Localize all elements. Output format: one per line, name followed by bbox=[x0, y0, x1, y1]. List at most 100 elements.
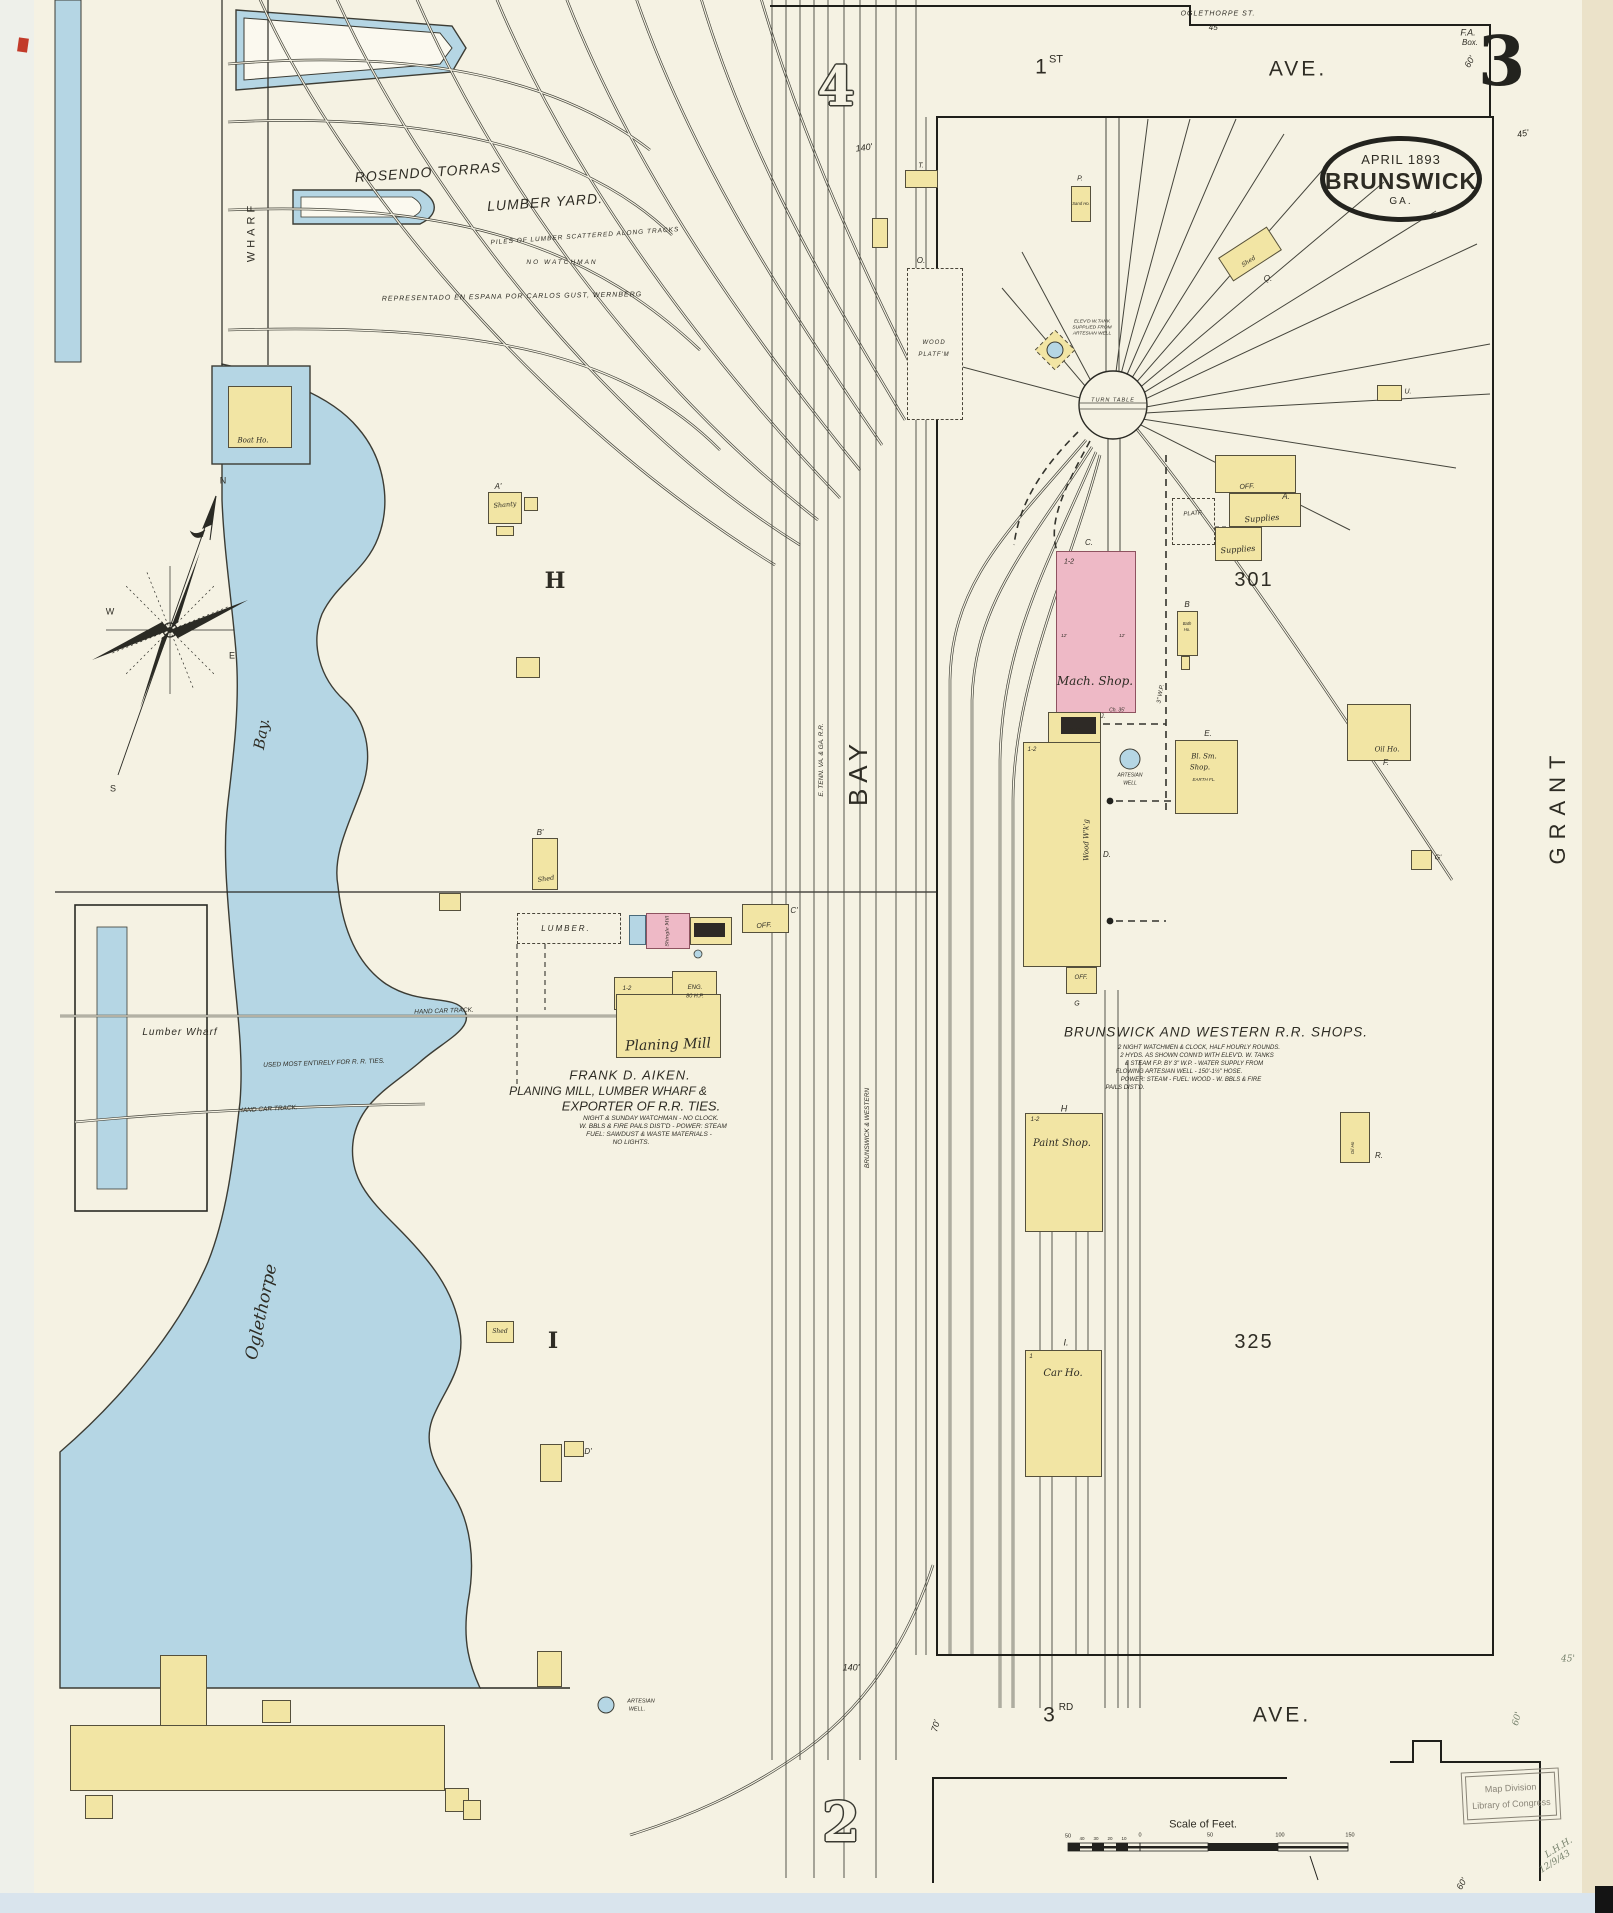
artesian-c-1: ARTESIAN bbox=[1117, 772, 1143, 779]
aiken-1: FRANK D. AIKEN. bbox=[569, 1067, 691, 1083]
d-building-1 bbox=[540, 1444, 562, 1482]
car-ho: Car Ho. bbox=[1043, 1368, 1083, 1379]
scale-title: Scale of Feet. bbox=[1169, 1818, 1237, 1831]
shanty: Shanty bbox=[493, 499, 517, 510]
wood-working-office bbox=[1066, 967, 1097, 994]
oil-ho-f: Oil Ho. bbox=[1374, 745, 1400, 754]
red-edge-mark bbox=[17, 37, 29, 53]
sand-ho: Sand Ho. bbox=[1072, 200, 1090, 206]
u-bldg: U. bbox=[1404, 388, 1412, 396]
engine: ENG. bbox=[687, 985, 703, 991]
block-borders bbox=[770, 5, 1541, 1883]
earth-floor: EARTH FL. bbox=[1192, 776, 1216, 782]
map-state: GA. bbox=[1389, 195, 1413, 207]
rr-shops-title: BRUNSWICK AND WESTERN R.R. SHOPS. bbox=[1063, 1024, 1369, 1040]
block-325: 325 bbox=[1234, 1331, 1274, 1353]
compass-rose bbox=[92, 495, 248, 776]
bath-2: Ho. bbox=[1183, 626, 1191, 632]
hydrant-dot-1 bbox=[1106, 797, 1114, 805]
wharf: WHARF bbox=[245, 201, 258, 263]
first-ave-st: ST bbox=[1048, 53, 1064, 66]
paint-shop-story: 1-2 bbox=[1030, 1117, 1040, 1123]
block-301: 301 bbox=[1234, 569, 1274, 591]
hydrant-dot-2 bbox=[1106, 917, 1114, 925]
chimney-35: Ch. 35' bbox=[1109, 707, 1125, 714]
t-building bbox=[905, 170, 938, 188]
aiken-3: EXPORTER OF R.R. TIES. bbox=[561, 1098, 721, 1114]
g-prime: G' bbox=[1434, 854, 1442, 862]
bath-1: Bath bbox=[1182, 620, 1192, 626]
stamp-inner-border bbox=[1464, 1771, 1558, 1821]
shed-b-prime bbox=[532, 838, 558, 890]
fa-1: F.A. bbox=[1460, 27, 1476, 38]
lumber-area: LUMBER. bbox=[541, 924, 591, 933]
platform-a-dashed bbox=[1172, 498, 1215, 545]
r-letter: R. bbox=[1375, 1151, 1383, 1160]
shingle-mill: Shingle Mill bbox=[664, 915, 671, 947]
scan-dark-corner bbox=[1595, 1886, 1613, 1913]
elevated-tank-mill bbox=[629, 915, 646, 945]
aiken-2: PLANING MILL, LUMBER WHARF & bbox=[509, 1084, 707, 1098]
rr-shops-note-5: POWER: STEAM - FUEL: WOOD - W. BBLS & FI… bbox=[1120, 1077, 1262, 1083]
elev-tank-3: ARTESIAN WELL bbox=[1072, 331, 1112, 337]
blacksmith-shop bbox=[1175, 740, 1238, 814]
planing-mill: Planing Mill bbox=[624, 1035, 712, 1055]
third-ave: AVE. bbox=[1252, 1703, 1312, 1727]
office-c-prime bbox=[742, 904, 789, 933]
boat-house bbox=[228, 386, 292, 448]
artesian-sw-2: WELL. bbox=[628, 1706, 646, 1713]
artesian-c-2: WELL bbox=[1123, 780, 1137, 787]
oglethorpe-width: 45' bbox=[1208, 23, 1220, 32]
bath-house-stub bbox=[1181, 656, 1190, 670]
sand-ho-letter: P. bbox=[1077, 175, 1083, 183]
page-left-margin bbox=[0, 0, 34, 1913]
artesian-wells bbox=[597, 748, 1141, 1714]
scale-20: 20 bbox=[1107, 1835, 1113, 1841]
compass-w: W bbox=[105, 606, 115, 617]
turntable bbox=[1078, 370, 1148, 440]
engine-hp: 80 H.P. bbox=[686, 993, 704, 1000]
bath-house bbox=[1177, 611, 1198, 656]
paint-shop bbox=[1025, 1113, 1103, 1232]
o-platform-letter: O. bbox=[916, 256, 926, 265]
paint-shop-letter: H bbox=[1060, 1103, 1068, 1114]
compass-s: S bbox=[109, 783, 117, 794]
artesian-sw-1: ARTESIAN bbox=[627, 1698, 655, 1705]
wharf-box bbox=[439, 893, 461, 911]
aiken-7: NO LIGHTS. bbox=[612, 1138, 650, 1146]
misc-shed-1 bbox=[516, 657, 540, 678]
stamp-line-1: Map Division bbox=[1484, 1781, 1537, 1795]
corridor-box bbox=[872, 218, 888, 248]
mach-shop: Mach. Shop. bbox=[1056, 674, 1134, 688]
et-va-ga-rr: E. TENN. VA. & GA. R.R. bbox=[817, 723, 825, 797]
scale-0: 0 bbox=[1138, 1832, 1142, 1839]
machine-shop bbox=[1056, 551, 1136, 713]
rr-shops-note-6: PAILS DIST'D. bbox=[1105, 1085, 1145, 1091]
water-bay bbox=[54, 0, 482, 1689]
j-letter: J. bbox=[1100, 714, 1106, 720]
lumber-wharf: Lumber Wharf bbox=[142, 1027, 218, 1038]
width-45-br: 45' bbox=[1561, 1654, 1575, 1665]
planing-mill bbox=[616, 994, 721, 1058]
oil-house-r bbox=[1340, 1112, 1370, 1163]
shed-i: Shed bbox=[492, 1328, 508, 1335]
mill-office-letter: C' bbox=[790, 906, 798, 915]
scale-30: 30 bbox=[1093, 1835, 1099, 1841]
g-prime-building bbox=[1411, 850, 1432, 870]
shanty-east bbox=[524, 497, 538, 511]
aiken-4: NIGHT & SUNDAY WATCHMAN - NO CLOCK. bbox=[583, 1114, 719, 1122]
scale-50r: 50 bbox=[1206, 1832, 1214, 1839]
map-city: BRUNSWICK bbox=[1324, 167, 1478, 194]
machine-shop-boiler bbox=[1061, 717, 1096, 734]
grant-street: GRANT bbox=[1545, 747, 1570, 865]
mill-wing-story: 1-2 bbox=[622, 986, 632, 992]
wood-wkg: Wood W'k'g bbox=[1082, 819, 1091, 861]
lumber-shed-long bbox=[70, 1725, 445, 1791]
lumber-shed-5 bbox=[537, 1651, 562, 1687]
width-140-bottom: 140' bbox=[842, 1662, 860, 1673]
rr-shops-note-3: & STEAM F.P. BY 3" W.P. - WATER SUPPLY F… bbox=[1124, 1061, 1264, 1067]
lumber-shed-tall bbox=[160, 1655, 207, 1726]
scale-bar bbox=[1067, 1842, 1349, 1881]
scale-100: 100 bbox=[1275, 1832, 1285, 1839]
shanty-a bbox=[488, 492, 522, 524]
